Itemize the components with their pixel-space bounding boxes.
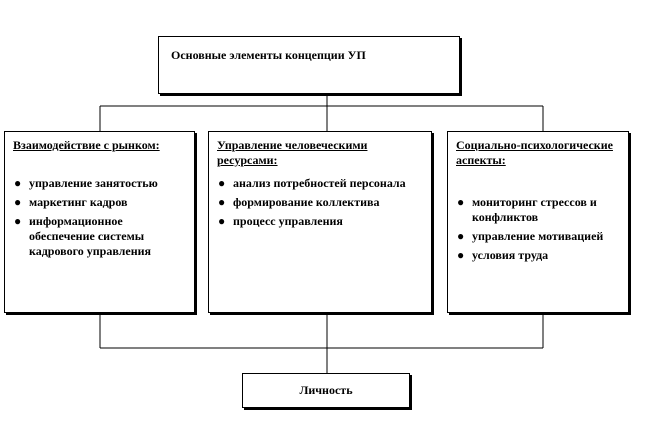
market-interaction-list: ●управление занятостью ●маркетинг кадров… [14, 176, 188, 263]
bullet-icon: ● [14, 176, 22, 190]
bullet-icon: ● [218, 195, 226, 209]
hr-management-heading: Управление человеческими ресурсами: [217, 138, 368, 167]
market-interaction-box: Взаимодействие с рынком: ●управление зан… [4, 131, 195, 313]
market-interaction-heading: Взаимодействие с рынком: [13, 138, 160, 152]
bullet-icon: ● [457, 229, 465, 243]
list-item: ●условия труда [457, 248, 549, 262]
list-item: ●мониторинг стрессов и конфликтов [457, 195, 597, 224]
list-item: ●процесс управления [218, 214, 343, 228]
list-item: ●информационное обеспечение системы кадр… [14, 214, 152, 258]
list-item: ●анализ потребностей персонала [218, 176, 406, 190]
bullet-icon: ● [218, 176, 226, 190]
bullet-icon: ● [457, 248, 465, 262]
concept-title: Основные элементы концепции УП [171, 48, 366, 62]
personality-label: Личность [299, 383, 353, 397]
personality-box: Личность [242, 373, 410, 408]
hr-management-box: Управление человеческими ресурсами: ●ана… [208, 131, 432, 313]
bullet-icon: ● [457, 195, 465, 209]
socio-psych-box: Социально-психологические аспекты: ●мони… [447, 131, 629, 313]
socio-psych-list: ●мониторинг стрессов и конфликтов ●управ… [457, 195, 622, 267]
list-item: ●управление занятостью [14, 176, 158, 190]
socio-psych-heading: Социально-психологические аспекты: [456, 138, 613, 167]
bullet-icon: ● [14, 195, 22, 209]
list-item: ●формирование коллектива [218, 195, 380, 209]
concept-box: Основные элементы концепции УП [158, 36, 460, 94]
list-item: ●управление мотивацией [457, 229, 604, 243]
hr-management-list: ●анализ потребностей персонала ●формиров… [218, 176, 425, 233]
bullet-icon: ● [14, 214, 22, 228]
list-item: ●маркетинг кадров [14, 195, 128, 209]
bullet-icon: ● [218, 214, 226, 228]
